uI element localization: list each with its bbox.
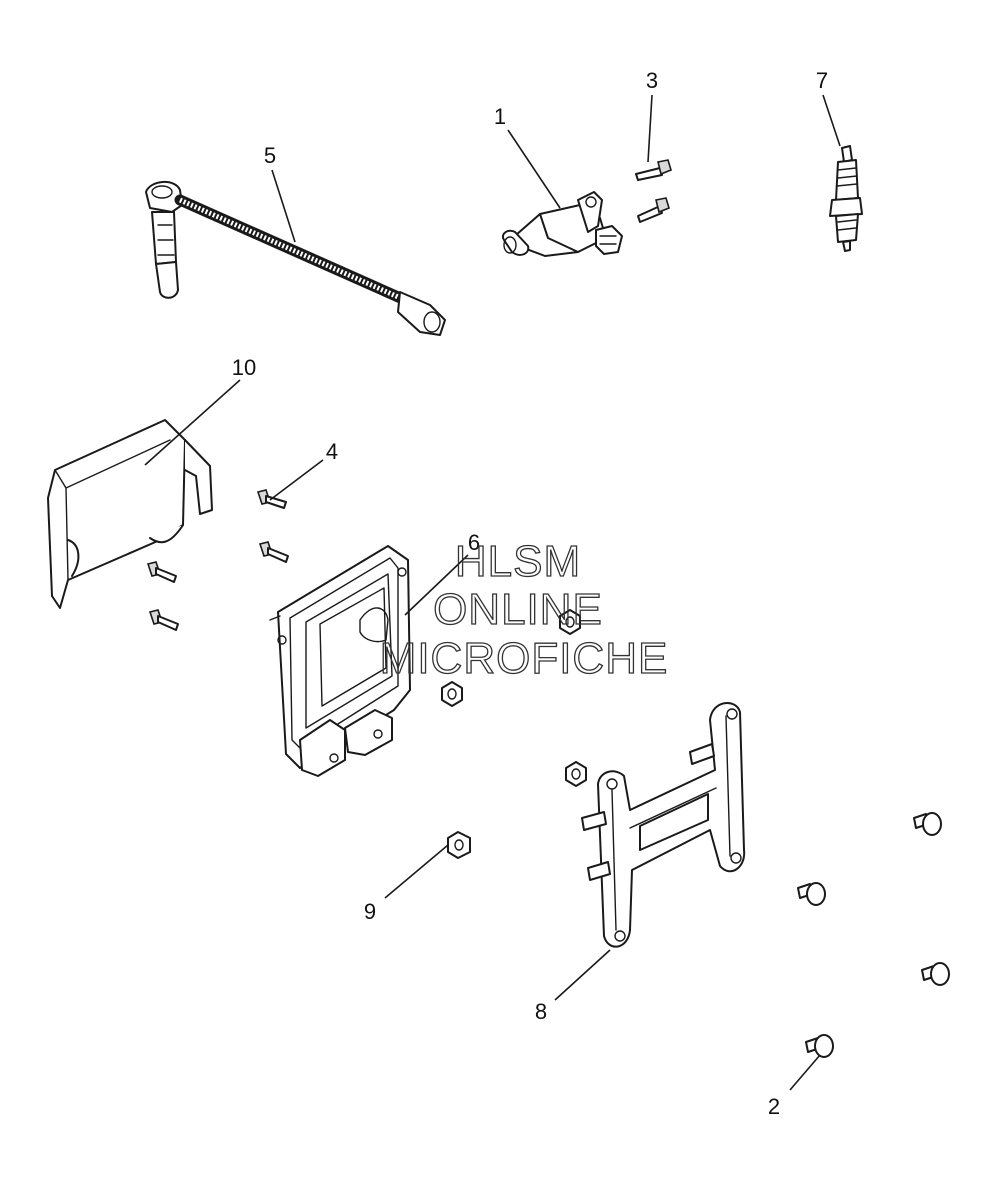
watermark-line-1: HLSM — [455, 537, 581, 586]
part-5-ignition-wire[interactable] — [145, 181, 446, 336]
watermark-line-3: MICROFICHE — [380, 634, 669, 683]
callout-2: 2 — [768, 1094, 780, 1119]
part-1-ignition-coil[interactable] — [502, 191, 623, 257]
part-4-mounting-bolts[interactable] — [146, 489, 289, 631]
part-2-screws[interactable] — [797, 812, 950, 1058]
leader-lines — [144, 94, 841, 1091]
part-9-nuts[interactable] — [441, 609, 587, 859]
part-8-mounting-bracket[interactable] — [581, 702, 746, 948]
callout-7: 7 — [816, 68, 828, 93]
callout-1: 1 — [494, 104, 506, 129]
callout-8: 8 — [535, 999, 547, 1024]
part-7-spark-plug[interactable] — [829, 145, 863, 252]
part-10-cover-shield[interactable] — [47, 419, 213, 609]
part-6-ecu-module[interactable] — [269, 545, 411, 777]
callout-10: 10 — [232, 355, 256, 380]
callout-3: 3 — [646, 68, 658, 93]
callout-5: 5 — [264, 143, 276, 168]
callout-4: 4 — [326, 439, 338, 464]
watermark-line-2: ONLINE — [433, 585, 603, 634]
part-3-coil-bolts[interactable] — [635, 159, 672, 223]
watermark: HLSM ONLINE MICROFICHE — [379, 536, 669, 683]
callout-6: 6 — [468, 530, 480, 555]
callout-9: 9 — [364, 899, 376, 924]
